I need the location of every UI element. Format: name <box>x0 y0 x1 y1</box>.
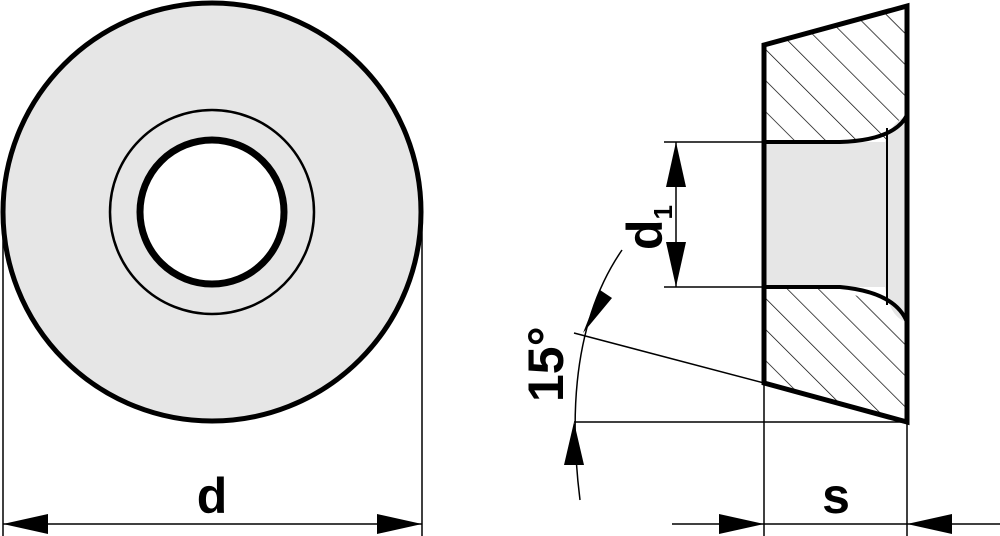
hole-lower-curve <box>764 285 909 323</box>
insert-top-view <box>0 0 424 424</box>
angle-dimension: 15° <box>518 249 907 501</box>
arrowhead-right <box>377 514 422 534</box>
hole-diameter-dimension: d1 <box>617 141 764 288</box>
angle-arrowhead-lower <box>564 422 584 465</box>
arrowhead-s-left <box>719 514 764 534</box>
arrowhead-bottom <box>666 242 686 287</box>
angle-arrowhead-upper <box>583 290 612 333</box>
hole-upper-curve <box>764 114 909 144</box>
hole-diameter-label: d1 <box>617 205 678 250</box>
arrowhead-top <box>666 142 686 187</box>
section-upper-half <box>764 6 907 142</box>
thickness-label: s <box>822 468 850 524</box>
angle-reference-line <box>573 332 765 384</box>
center-hole <box>136 136 288 288</box>
thickness-dimension: s <box>672 383 1000 536</box>
arrowhead-s-right <box>907 514 952 534</box>
arrowhead-left <box>3 514 48 534</box>
hole-region <box>764 115 907 322</box>
insert-section-view <box>761 2 910 426</box>
section-lower-half <box>764 286 907 422</box>
diameter-label: d <box>197 468 228 524</box>
angle-label: 15° <box>518 326 574 402</box>
diameter-dimension: d <box>2 212 423 536</box>
